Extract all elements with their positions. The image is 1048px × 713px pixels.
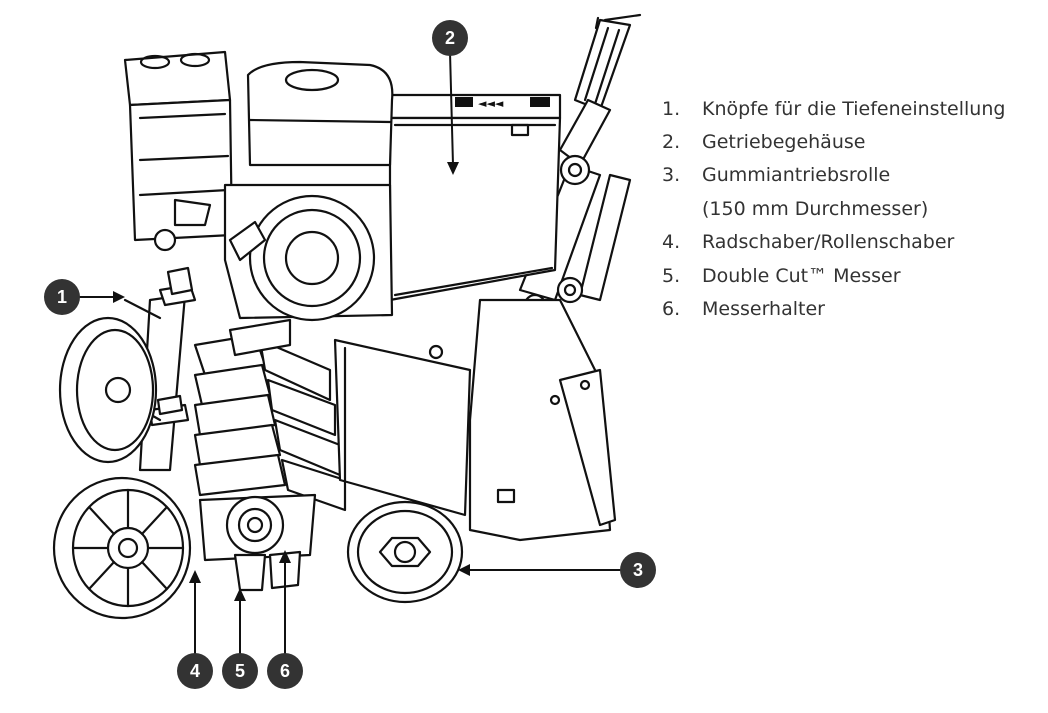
depth-adjustment	[123, 266, 197, 472]
rear-wheel	[58, 316, 158, 464]
gearbox-housing	[388, 93, 562, 302]
legend-text: Radschaber/Rollenschaber	[702, 231, 955, 254]
legend-item-1: 1. Knöpfe für die Tiefeneinstellung	[662, 92, 1005, 125]
legend-text: Knöpfe für die Tiefeneinstellung	[702, 97, 1006, 120]
engine	[123, 50, 394, 322]
leader-arrowheads	[113, 162, 470, 601]
callout-4: 4	[177, 653, 213, 689]
legend-item-6: 6. Messerhalter	[662, 292, 1005, 325]
callout-5: 5	[222, 653, 258, 689]
legend-number: 5.	[662, 264, 681, 287]
svg-text:3: 3	[633, 560, 643, 580]
legend-item-3: 3. Gummiantriebsrolle	[662, 159, 1005, 192]
legend-item-4: 4. Radschaber/Rollenschaber	[662, 226, 1005, 259]
svg-text:1: 1	[57, 287, 67, 307]
blade-assembly	[193, 318, 347, 592]
legend-item-3-detail: (150 mm Durchmesser)	[662, 192, 1005, 225]
svg-text:4: 4	[190, 661, 200, 681]
handle-assembly	[518, 13, 642, 317]
leader-2	[449, 51, 454, 166]
legend-text: Gummiantriebsrolle	[702, 164, 891, 187]
callout-1: 1	[44, 279, 80, 315]
svg-text:6: 6	[280, 661, 290, 681]
legend-number: 4.	[662, 231, 681, 254]
front-wheel	[52, 476, 192, 620]
legend-text: (150 mm Durchmesser)	[702, 197, 929, 220]
legend-text: Getriebegehäuse	[702, 131, 866, 154]
legend-item-2: 2. Getriebegehäuse	[662, 125, 1005, 158]
leader-lines	[79, 51, 621, 656]
legend-number: 3.	[662, 164, 681, 187]
drive-roller	[346, 500, 464, 604]
legend-number: 1.	[662, 97, 681, 120]
legend-number: 6.	[662, 298, 681, 321]
legend-item-5: 5. Double Cut™ Messer	[662, 259, 1005, 292]
callout-3: 3	[620, 552, 656, 588]
svg-text:2: 2	[445, 28, 455, 48]
frame	[468, 298, 617, 542]
decal-arrows: ◄◄◄	[478, 97, 504, 110]
parts-legend: 1. Knöpfe für die Tiefeneinstellung 2. G…	[662, 92, 1005, 326]
legend-text: Messerhalter	[702, 298, 825, 321]
svg-text:5: 5	[235, 661, 245, 681]
callout-6: 6	[267, 653, 303, 689]
legend-text: Double Cut™ Messer	[702, 264, 901, 287]
shield-plate	[333, 338, 472, 517]
decal: ◄◄◄	[455, 97, 550, 110]
callout-2: 2	[432, 20, 468, 56]
legend-number: 2.	[662, 131, 681, 154]
